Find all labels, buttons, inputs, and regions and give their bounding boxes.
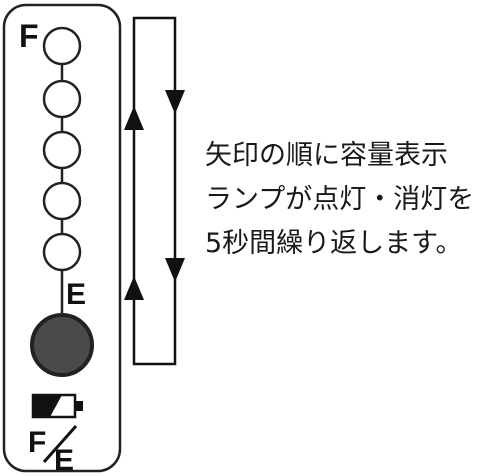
arrow-up-upper — [124, 106, 144, 130]
description-line-2: ランプが点灯・消灯を — [205, 184, 474, 215]
empty-label: E — [66, 278, 86, 311]
lamp-group — [42, 26, 82, 272]
description-text: 矢印の順に容量表示 ランプが点灯・消灯を 5秒間繰り返します。 — [205, 140, 474, 259]
capacity-lamp-4 — [42, 181, 82, 221]
full-label: F — [19, 18, 39, 54]
fe-symbol-e: E — [54, 444, 74, 476]
fe-symbol: F E — [28, 425, 78, 476]
capacity-lamp-5 — [42, 232, 82, 272]
capacity-lamp-2 — [42, 79, 82, 119]
capacity-lamp-3 — [42, 130, 82, 170]
battery-check-button[interactable] — [30, 313, 94, 377]
arrow-down-upper — [165, 90, 185, 114]
fe-symbol-f: F — [28, 426, 46, 459]
arrow-up-lower — [124, 276, 144, 300]
arrow-down-lower — [165, 258, 185, 282]
indicator-panel — [2, 3, 122, 473]
capacity-lamp-1 — [42, 26, 82, 66]
sequence-loop — [124, 16, 185, 366]
battery-icon — [31, 393, 83, 419]
description-line-3: 5秒間繰り返します。 — [205, 228, 462, 259]
fe-symbol-slash — [42, 425, 78, 463]
loop-path — [132, 16, 177, 366]
description-line-1: 矢印の順に容量表示 — [205, 140, 448, 171]
